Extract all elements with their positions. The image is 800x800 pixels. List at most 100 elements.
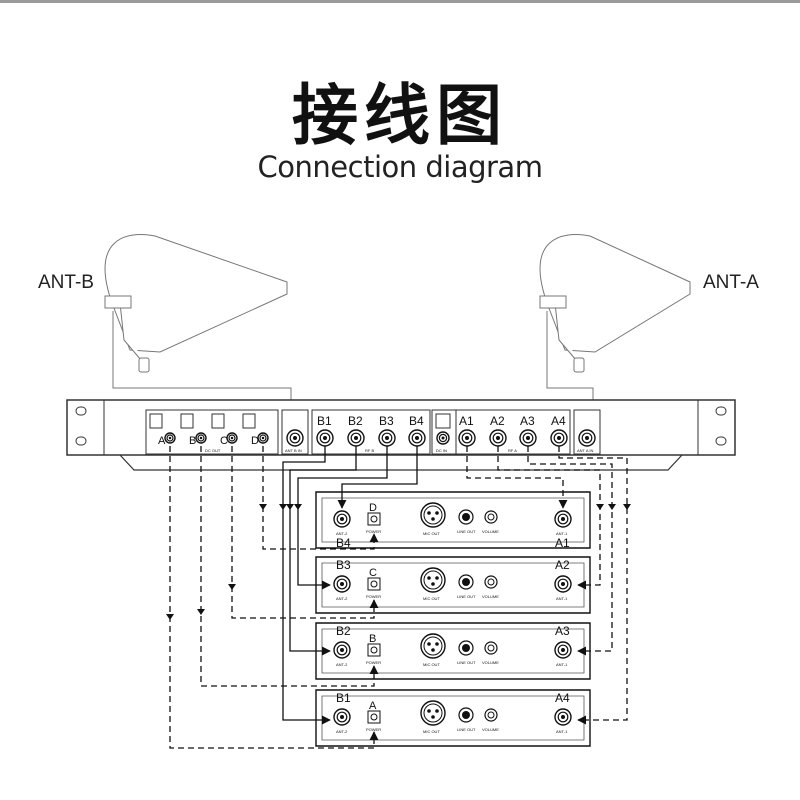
down-arrow (279, 504, 287, 510)
line-out-jack (458, 707, 474, 723)
dc-out-port-label: A (158, 435, 166, 447)
receiver-power-port-label: A (369, 700, 377, 712)
down-arrow (197, 609, 205, 615)
dc-out-port (257, 432, 269, 444)
mic-out-label: MIC OUT (423, 531, 440, 536)
mic-out-label: MIC OUT (423, 729, 440, 734)
dc-c-cable (231, 446, 379, 619)
ant1-label: ANT-1 (556, 662, 568, 667)
receiver-ant1-connector (554, 708, 572, 726)
ant-b-in-port (286, 429, 304, 447)
ant2-label: ANT-2 (336, 662, 348, 667)
receiver-ant1-connector (554, 575, 572, 593)
mic-out-label: MIC OUT (423, 596, 440, 601)
mic-out-xlr (420, 633, 446, 659)
line-out-jack (458, 509, 474, 525)
receiver-power-port-label: D (369, 502, 377, 514)
ant1-label: ANT-1 (556, 596, 568, 601)
receiver-ant1-connector (554, 510, 572, 528)
rf-b-port (378, 429, 396, 447)
mic-out-xlr (420, 502, 446, 528)
volume-knob (484, 708, 498, 722)
antenna-b-label: ANT-B (38, 272, 94, 293)
rf-b-port (347, 429, 365, 447)
ant1-label: ANT-1 (556, 729, 568, 734)
dc-in-label: DC IN (436, 448, 447, 453)
mic-out-xlr (420, 567, 446, 593)
line-out-jack (458, 640, 474, 656)
dc-b-cable (200, 446, 379, 687)
volume-label: VOLUME (482, 529, 499, 534)
receiver-power-port-label: B (369, 633, 376, 645)
rf-b-port-label: B3 (379, 414, 394, 428)
line-out-label: LINE OUT (457, 660, 476, 665)
rf-b-port-label: B1 (317, 414, 332, 428)
dc-out-port-label: D (251, 435, 259, 447)
dc-out-port (226, 432, 238, 444)
volume-label: VOLUME (482, 727, 499, 732)
ant-b-in-label: ANT B IN (285, 448, 302, 453)
receiver-b-port-label: B4 (336, 536, 351, 550)
receiver-ant2-connector (333, 510, 351, 528)
receiver-b-port-label: B2 (336, 624, 351, 638)
ant2-label: ANT-2 (336, 729, 348, 734)
down-arrow (259, 504, 267, 510)
dc-out-label: DC OUT (205, 448, 221, 453)
power-label: POWER (366, 594, 381, 599)
receiver-ant2-connector (333, 708, 351, 726)
dc-out-port-label: B (189, 435, 196, 447)
rf-a-port (458, 429, 476, 447)
rf-b-port-label: B2 (348, 414, 363, 428)
receiver-b-port-label: B3 (336, 558, 351, 572)
power-label: POWER (366, 660, 381, 665)
dc-in-port (436, 431, 450, 445)
mic-out-xlr (420, 700, 446, 726)
dc-out-port (195, 432, 207, 444)
down-arrow (623, 504, 631, 510)
rf-b2-cable (289, 446, 357, 656)
receiver-a-port-label: A3 (555, 624, 570, 638)
receiver-b-port-label: B1 (336, 691, 351, 705)
ant1-label: ANT-1 (556, 531, 568, 536)
volume-knob (484, 510, 498, 524)
rf-a-port (550, 429, 568, 447)
ant2-label: ANT-2 (336, 531, 348, 536)
line-out-label: LINE OUT (457, 594, 476, 599)
page-subtitle: Connection diagram (257, 150, 543, 184)
receiver-power-port-label: C (369, 567, 377, 579)
rf-a-port-label: A1 (459, 414, 474, 428)
dc-out-port-label: C (220, 435, 228, 447)
power-label: POWER (366, 529, 381, 534)
rf-a-port-label: A4 (551, 414, 566, 428)
down-arrow (294, 504, 302, 510)
receiver-ant1-connector (554, 641, 572, 659)
volume-label: VOLUME (482, 594, 499, 599)
down-arrow (286, 504, 294, 510)
power-label: POWER (366, 727, 381, 732)
antenna-a (539, 234, 691, 420)
ant-a-in-label: ANT A IN (577, 448, 593, 453)
down-arrow (166, 614, 174, 620)
top-divider (0, 0, 800, 3)
antenna-a-label: ANT-A (703, 272, 759, 293)
dc-d-cable (262, 446, 379, 550)
down-arrow (596, 504, 604, 510)
rf-a-port (489, 429, 507, 447)
rf-a2-cable (497, 446, 601, 590)
rf-b-port-label: B4 (409, 414, 424, 428)
antenna-b (104, 234, 292, 420)
receiver-ant2-connector (333, 641, 351, 659)
receiver-a-port-label: A1 (555, 536, 570, 550)
rf-b4-cable (337, 446, 418, 509)
rf-a3-cable (527, 446, 613, 656)
line-out-label: LINE OUT (457, 529, 476, 534)
mic-out-label: MIC OUT (423, 662, 440, 667)
dc-out-port (164, 432, 176, 444)
receiver-a-port-label: A4 (555, 691, 570, 705)
rf-a-label: RF A (508, 448, 517, 453)
rf-a4-cable (558, 446, 628, 725)
